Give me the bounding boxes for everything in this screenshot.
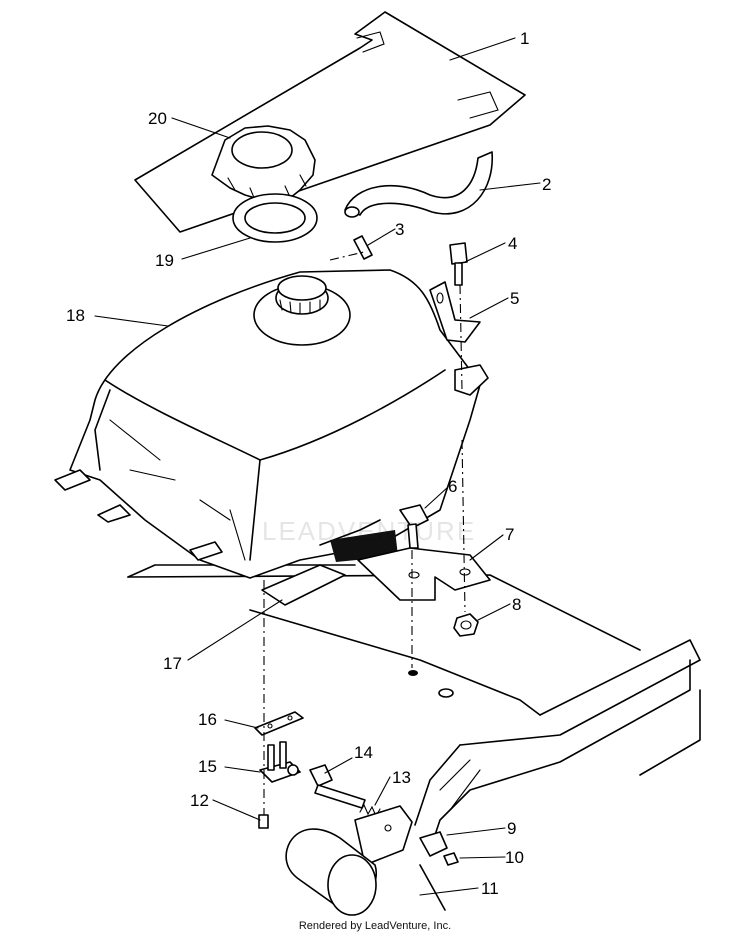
leader-lines — [94, 37, 541, 896]
callout-12: 12 — [190, 791, 209, 810]
callout-7: 7 — [505, 525, 514, 544]
callout-6: 6 — [448, 477, 457, 496]
callout-1: 1 — [520, 29, 529, 48]
part-15-fuel-valve — [259, 741, 301, 783]
part-12-screw — [258, 814, 269, 829]
callout-8: 8 — [512, 595, 521, 614]
callout-10: 10 — [505, 848, 524, 867]
callout-2: 2 — [542, 175, 551, 194]
watermark: LEADVENTURE — [262, 516, 477, 546]
part-4-bolt — [449, 242, 468, 286]
callout-13: 13 — [392, 768, 411, 787]
callout-14: 14 — [354, 743, 373, 762]
part-5-bracket — [429, 281, 481, 343]
callout-3: 3 — [395, 220, 404, 239]
callouts: 1 2 3 4 5 6 7 8 9 10 11 12 13 14 15 16 1… — [66, 29, 551, 898]
callout-16: 16 — [198, 710, 217, 729]
part-2-vent-hose — [344, 151, 493, 218]
callout-19: 19 — [155, 251, 174, 270]
footer-credit: Rendered by LeadVenture, Inc. — [298, 920, 452, 932]
callout-5: 5 — [510, 289, 519, 308]
frame — [127, 564, 701, 911]
part-17-pad — [261, 564, 346, 606]
callout-15: 15 — [198, 757, 217, 776]
part-19-gasket — [232, 193, 318, 243]
part-18-fuel-tank — [54, 269, 489, 579]
part-8-nut — [453, 613, 479, 637]
callout-20: 20 — [148, 109, 167, 128]
part-7-bracket — [357, 547, 491, 601]
callout-9: 9 — [507, 819, 516, 838]
part-9-knob — [419, 831, 448, 857]
assembly-lines — [263, 251, 466, 815]
part-14-shaft — [309, 764, 366, 809]
part-11-bracket — [285, 805, 413, 916]
part-10-screw — [443, 852, 459, 866]
part-3-fitting — [353, 235, 373, 260]
callout-11: 11 — [481, 879, 499, 898]
callout-18: 18 — [66, 306, 85, 325]
callout-17: 17 — [163, 654, 182, 673]
part-16-plate — [254, 711, 304, 736]
part-6-bolt — [399, 504, 429, 549]
callout-4: 4 — [508, 234, 517, 253]
